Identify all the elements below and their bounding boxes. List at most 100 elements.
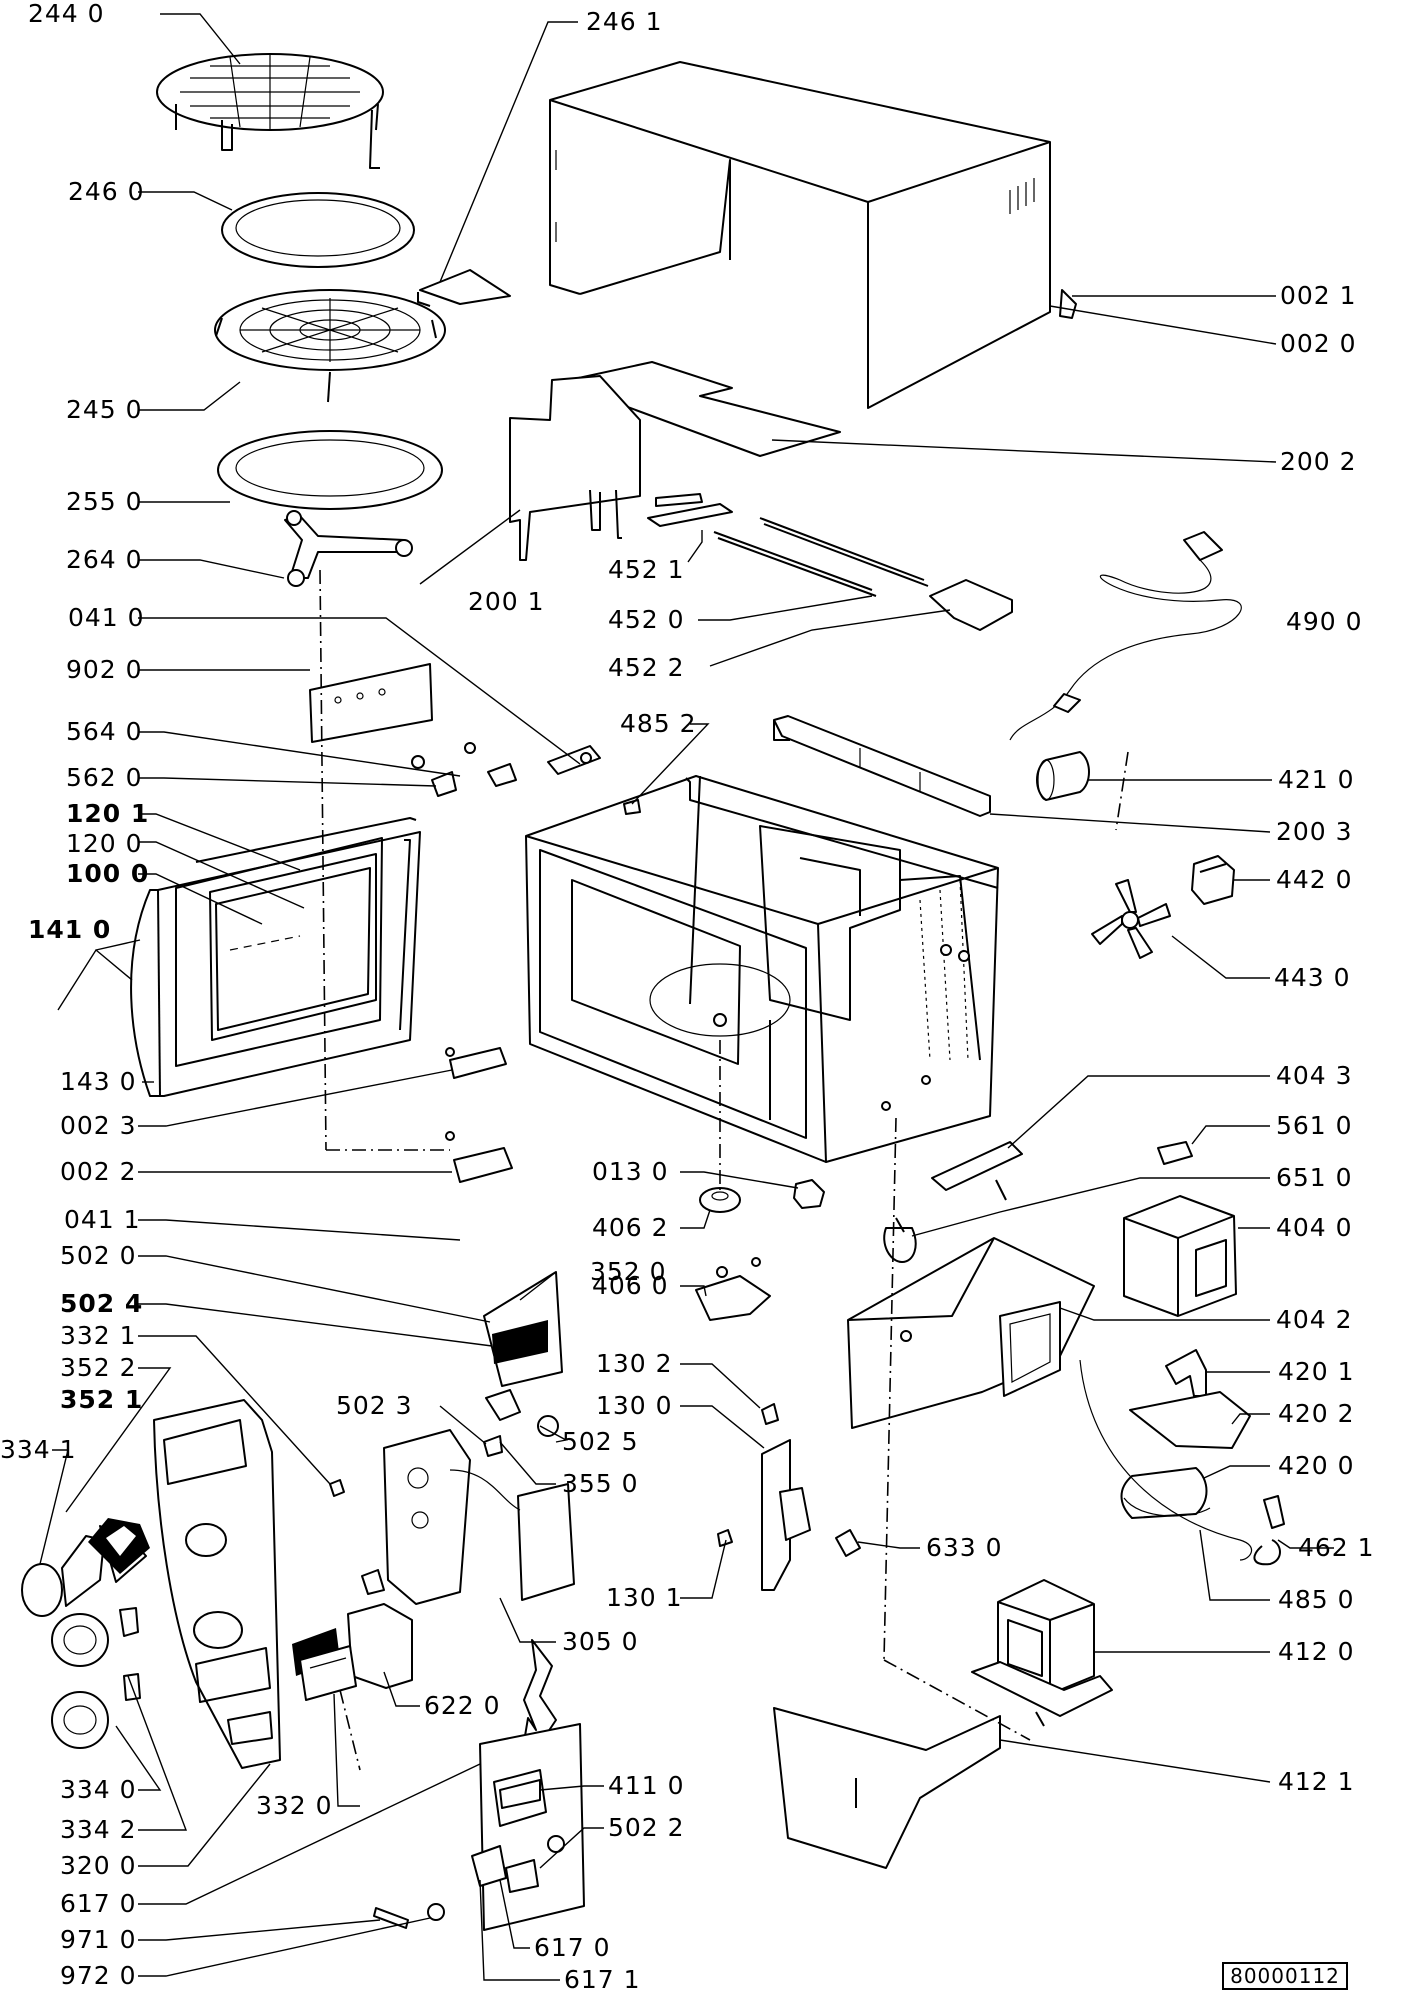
capacitor-4210-drawing bbox=[1036, 751, 1129, 831]
label-246-1: 246 1 bbox=[586, 7, 663, 36]
label-264-0: 264 0 bbox=[66, 545, 143, 574]
label-120-0: 120 0 bbox=[66, 829, 143, 858]
label-561-0: 561 0 bbox=[1276, 1111, 1353, 1140]
label-412-1: 412 1 bbox=[1278, 1767, 1355, 1796]
latches-0023-0022-drawing bbox=[445, 1047, 513, 1183]
label-617-1: 617 1 bbox=[564, 1965, 641, 1994]
label-442-0: 442 0 bbox=[1276, 865, 1353, 894]
door-assembly-drawing bbox=[130, 817, 421, 1097]
power-cord-4900-drawing bbox=[1009, 531, 1242, 741]
label-502-0: 502 0 bbox=[60, 1241, 137, 1270]
label-452-1: 452 1 bbox=[608, 555, 685, 584]
label-420-1: 420 1 bbox=[1278, 1357, 1355, 1386]
label-305-0: 305 0 bbox=[562, 1627, 639, 1656]
label-971-0: 971 0 bbox=[60, 1925, 137, 1954]
label-651-0: 651 0 bbox=[1276, 1163, 1353, 1192]
label-404-2: 404 2 bbox=[1276, 1305, 1353, 1334]
label-617-0: 617 0 bbox=[60, 1889, 137, 1918]
label-452-2: 452 2 bbox=[608, 653, 685, 682]
label-141-0: 141 0 bbox=[28, 915, 111, 944]
label-902-0: 902 0 bbox=[66, 655, 143, 684]
label-502-2: 502 2 bbox=[608, 1813, 685, 1842]
part-labels: 244 0 246 1 246 0 002 1 002 0 245 0 200 … bbox=[0, 0, 1375, 1994]
label-412-0: 412 0 bbox=[1278, 1637, 1355, 1666]
label-420-0: 420 0 bbox=[1278, 1451, 1355, 1480]
knob-plate-3522-drawing bbox=[88, 1518, 150, 1574]
label-617-0-b: 617 0 bbox=[534, 1933, 611, 1962]
label-002-2: 002 2 bbox=[60, 1157, 137, 1186]
power-board-4110-drawing bbox=[471, 1723, 585, 1931]
grill-rack-drawing bbox=[156, 53, 384, 169]
brackets-4043-5610-drawing bbox=[883, 1141, 1193, 1263]
control-panel-3200-drawing bbox=[153, 1399, 281, 1769]
magnetron-4040-drawing bbox=[1123, 1195, 1237, 1317]
interlock-130-drawing bbox=[717, 1403, 861, 1591]
label-plate-9020-drawing bbox=[309, 663, 433, 743]
label-100-0: 100 0 bbox=[66, 859, 149, 888]
rail-2003-drawing bbox=[773, 715, 991, 817]
label-200-2: 200 2 bbox=[1280, 447, 1357, 476]
cover-plate-4121-drawing bbox=[773, 1707, 1001, 1869]
label-130-0: 130 0 bbox=[596, 1391, 673, 1420]
knobs-334-drawing bbox=[21, 1525, 147, 1749]
leader-lines bbox=[39, 13, 1334, 1981]
plate-2002-drawing bbox=[559, 361, 841, 457]
glass-plate-2550-drawing bbox=[217, 430, 443, 510]
label-485-0: 485 0 bbox=[1278, 1585, 1355, 1614]
label-443-0: 443 0 bbox=[1274, 963, 1351, 992]
label-355-0: 355 0 bbox=[562, 1469, 639, 1498]
wire-rack-2450-drawing bbox=[214, 289, 446, 403]
motor-parts-406-drawing bbox=[695, 1179, 825, 1321]
label-200-1: 200 1 bbox=[468, 587, 545, 616]
outer-cover-0020-drawing bbox=[549, 61, 1077, 409]
label-622-0: 622 0 bbox=[424, 1691, 501, 1720]
label-462-1: 462 1 bbox=[1298, 1533, 1375, 1562]
label-246-0: 246 0 bbox=[68, 177, 145, 206]
roller-support-2640-drawing bbox=[284, 510, 413, 587]
label-334-1: 334 1 bbox=[0, 1435, 77, 1464]
label-420-2: 420 2 bbox=[1278, 1399, 1355, 1428]
label-255-0: 255 0 bbox=[66, 487, 143, 516]
label-244-0: 244 0 bbox=[28, 0, 105, 28]
guide-lines bbox=[319, 569, 1031, 1771]
label-972-0: 972 0 bbox=[60, 1961, 137, 1990]
label-332-1: 332 1 bbox=[60, 1321, 137, 1350]
label-320-0: 320 0 bbox=[60, 1851, 137, 1880]
label-041-1: 041 1 bbox=[64, 1205, 141, 1234]
switches-564-562-drawing bbox=[411, 742, 643, 815]
label-200-3: 200 3 bbox=[1276, 817, 1353, 846]
label-404-0: 404 0 bbox=[1276, 1213, 1353, 1242]
label-421-0: 421 0 bbox=[1278, 765, 1355, 794]
ring-2460-drawing bbox=[221, 192, 415, 268]
clip-4852-drawing bbox=[623, 799, 641, 815]
label-404-3: 404 3 bbox=[1276, 1061, 1353, 1090]
label-120-1: 120 1 bbox=[66, 799, 149, 828]
label-130-1: 130 1 bbox=[606, 1583, 683, 1612]
switch-bank-6220-drawing bbox=[292, 1569, 413, 1701]
label-334-0: 334 0 bbox=[60, 1775, 137, 1804]
label-490-0: 490 0 bbox=[1286, 607, 1363, 636]
bracket-2461-drawing bbox=[417, 269, 511, 307]
label-002-3: 002 3 bbox=[60, 1111, 137, 1140]
label-633-0: 633 0 bbox=[926, 1533, 1003, 1562]
label-411-0: 411 0 bbox=[608, 1771, 685, 1800]
label-245-0: 245 0 bbox=[66, 395, 143, 424]
label-332-0: 332 0 bbox=[256, 1791, 333, 1820]
label-002-0: 002 0 bbox=[1280, 329, 1357, 358]
rods-452-drawing bbox=[647, 493, 1013, 631]
label-334-2: 334 2 bbox=[60, 1815, 137, 1844]
label-485-2: 485 2 bbox=[620, 709, 697, 738]
label-406-0: 406 0 bbox=[592, 1271, 669, 1300]
capacitor-bracket-420-drawing bbox=[1120, 1349, 1251, 1519]
fan-blade-4430-drawing bbox=[1091, 879, 1171, 959]
label-013-0: 013 0 bbox=[592, 1157, 669, 1186]
label-041-0: 041 0 bbox=[68, 603, 145, 632]
label-406-2: 406 2 bbox=[592, 1213, 669, 1242]
screws-971-972-drawing bbox=[373, 1903, 445, 1929]
waveguide-4042-drawing bbox=[847, 1237, 1095, 1429]
fan-motor-4420-drawing bbox=[1191, 855, 1235, 905]
label-002-1: 002 1 bbox=[1280, 281, 1357, 310]
label-502-4: 502 4 bbox=[60, 1289, 143, 1318]
